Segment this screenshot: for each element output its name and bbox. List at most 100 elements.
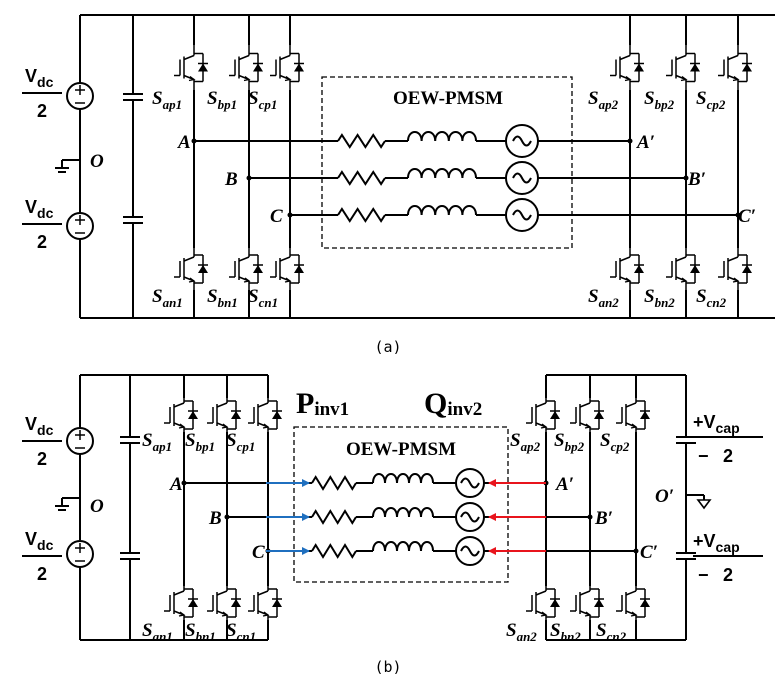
components-layer [66, 15, 752, 640]
ac-source [455, 502, 485, 532]
igbt-switch [616, 586, 650, 620]
igbt-arrow [624, 75, 632, 82]
diode-triangle [742, 265, 752, 273]
caption-b: (b) [374, 658, 401, 676]
igbt-switch [248, 586, 282, 620]
resistor [337, 133, 386, 149]
ac-sine [460, 477, 480, 489]
diode-triangle [231, 599, 241, 607]
diode-triangle [690, 265, 700, 273]
igbt-arrow [624, 277, 632, 283]
switch-label: Sap1 [152, 88, 182, 112]
ac-sine [512, 135, 532, 147]
vdc-denominator-bottom-a: 2 [37, 232, 47, 252]
igbt-switch [610, 45, 644, 90]
ac-source [505, 124, 539, 158]
ground-triangle [696, 499, 712, 510]
inductor-coil [372, 473, 434, 484]
igbt-switch [270, 45, 304, 90]
igbt-collector [579, 590, 591, 596]
resistor-zigzag [337, 170, 386, 186]
igbt-switch [718, 248, 752, 290]
diode-triangle [550, 599, 560, 607]
diode-triangle [253, 63, 263, 72]
igbt-switch [229, 45, 263, 90]
switch-label: San1 [152, 286, 183, 310]
igbt-collector [619, 54, 631, 61]
switch-label: Sbn1 [185, 620, 216, 644]
ac-sine [460, 511, 480, 523]
igbt-arrow [262, 611, 270, 617]
midpoint-label-b: O [90, 496, 104, 517]
caption-a: (a) [374, 338, 401, 356]
vdc-label-bottom-a: Vdc [25, 197, 54, 221]
igbt-collector [257, 590, 269, 596]
igbt-collector [279, 256, 291, 262]
node-label-b-prime-b: B′ [594, 508, 613, 529]
inductor-coil [407, 168, 477, 179]
node-label-c-prime-b: C′ [640, 542, 658, 563]
igbt-collector [675, 54, 687, 61]
igbt-arrow [284, 75, 292, 82]
motor-box-a [321, 76, 573, 249]
vdc-denominator-top-a: 2 [37, 101, 47, 121]
igbt-arrow [221, 423, 229, 429]
igbt-arrow [584, 423, 592, 429]
igbt-arrow [630, 423, 638, 429]
dc-source-top-b [66, 427, 94, 455]
igbt-switch [229, 248, 263, 290]
igbt-collector [173, 590, 185, 596]
igbt-collector [535, 402, 547, 408]
switch-label: Scn1 [226, 620, 256, 644]
igbt-switch [570, 398, 604, 432]
ac-sine [512, 209, 532, 221]
igbt-collector [625, 402, 637, 408]
q-inv2-label: Qinv2 [424, 387, 482, 420]
igbt-switch [718, 45, 752, 90]
switch-label: Sbp1 [185, 430, 215, 454]
igbt-collector [625, 590, 637, 596]
vdc-denominator-bottom-b: 2 [37, 564, 47, 584]
igbt-arrow [630, 611, 638, 617]
vcap-denominator-top: 2 [723, 446, 733, 466]
resistor-zigzag [337, 133, 386, 149]
diode-triangle [634, 265, 644, 273]
switch-label: Sbn2 [550, 620, 581, 644]
vcap-label-bottom: +Vcap [693, 531, 740, 555]
motor-label-b: OEW-PMSM [346, 439, 456, 460]
midpoint-label-a: O [90, 151, 104, 172]
igbt-arrow [243, 75, 251, 82]
switch-label: Scp1 [226, 430, 255, 454]
igbt-switch [174, 248, 208, 290]
dc-link-capacitor-top-a [123, 15, 143, 165]
diode-triangle [231, 411, 241, 419]
dc-source-circle [66, 427, 94, 455]
floating-capacitor-bottom-b [676, 495, 696, 640]
node-dot [627, 138, 633, 144]
ac-source [455, 536, 485, 566]
igbt-arrow [680, 277, 688, 283]
igbt-collector [216, 590, 228, 596]
switch-label: Sap2 [588, 88, 619, 112]
igbt-collector [257, 402, 269, 408]
motor-box-b [293, 426, 509, 583]
vdc-label-top-b: Vdc [25, 414, 54, 438]
igbt-switch [570, 586, 604, 620]
node-dot [191, 138, 197, 144]
diode-triangle [634, 63, 644, 72]
ac-source [455, 468, 485, 498]
diode-triangle [294, 265, 304, 273]
igbt-switch [526, 586, 560, 620]
resistor-zigzag [311, 509, 357, 525]
inductor-coil [372, 507, 434, 518]
node-label-c: C [270, 206, 283, 227]
resistor [311, 475, 357, 491]
diode-triangle [188, 411, 198, 419]
igbt-collector [579, 402, 591, 408]
dc-source-bottom-a [66, 212, 94, 240]
igbt-arrow [262, 423, 270, 429]
node-dot [287, 212, 293, 218]
igbt-collector [238, 256, 250, 262]
igbt-switch [666, 45, 700, 90]
